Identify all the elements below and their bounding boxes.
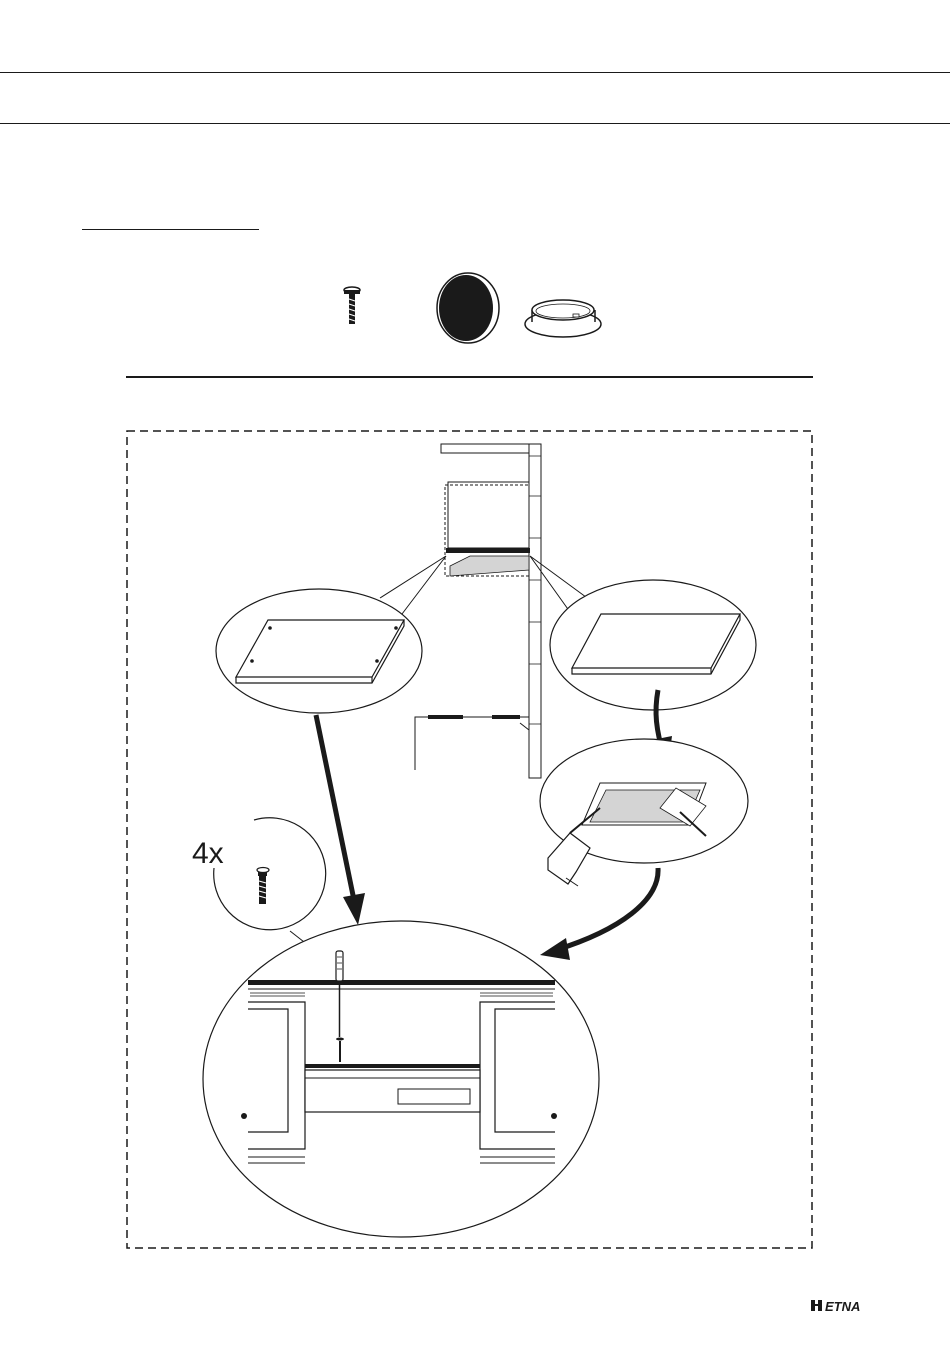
filter-disc-icon xyxy=(437,273,499,343)
detail-cutting-panel xyxy=(540,739,748,886)
arrow-head-mount-left xyxy=(343,893,365,925)
etna-logo-icon xyxy=(811,1300,822,1311)
detail-panel-with-holes xyxy=(216,589,422,713)
arrow-to-mount-from-panel xyxy=(316,715,355,905)
screw-quantity-callout: 4x xyxy=(192,818,326,956)
arrow-to-mount-from-cutting xyxy=(556,868,658,950)
leader-line-left xyxy=(380,556,446,614)
detail-mounting-view xyxy=(203,921,599,1237)
quantity-label: 4x xyxy=(192,837,224,870)
brand-name: ETNA xyxy=(825,1299,860,1314)
wall-cabinet-sketch xyxy=(415,444,541,778)
arrow-head-mount-right xyxy=(540,938,570,960)
ring-connector-icon xyxy=(525,300,601,337)
detail-plain-panel xyxy=(550,580,756,710)
screw-icon xyxy=(344,287,360,324)
